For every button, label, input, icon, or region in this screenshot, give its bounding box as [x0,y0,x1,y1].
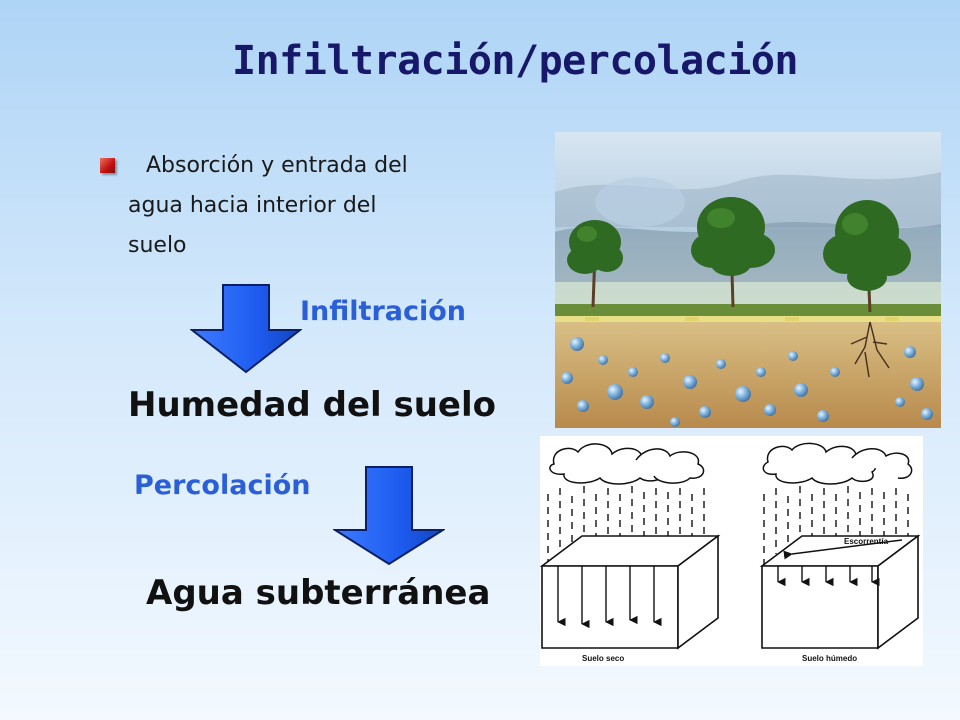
bullet-text: Absorción y entrada del agua hacia inter… [128,146,508,266]
cloud-icon [762,442,913,485]
runoff-label: Escorrentía [844,537,889,546]
wet-soil-label: Suelo húmedo [802,654,857,663]
dry-soil-label: Suelo seco [582,654,624,663]
soil-infiltration-illustration [555,132,941,428]
slide-title: Infiltración/percolación [232,38,798,84]
infiltration-label: Infiltración [300,296,467,327]
bullet-icon [100,158,115,173]
bullet-line-3: suelo [128,233,187,258]
soil-moisture-label: Humedad del suelo [128,385,497,425]
bullet-line-2: agua hacia interior del [128,193,377,218]
percolation-label: Percolación [134,470,311,501]
bullet-line-1: Absorción y entrada del [146,153,408,178]
cloud-icon [549,443,705,485]
down-arrow-icon [333,466,445,566]
rain-infiltration-diagram: Suelo seco Escorrentía Suelo húmedo [539,436,923,666]
groundwater-label: Agua subterránea [146,573,491,613]
down-arrow-icon [190,284,302,374]
